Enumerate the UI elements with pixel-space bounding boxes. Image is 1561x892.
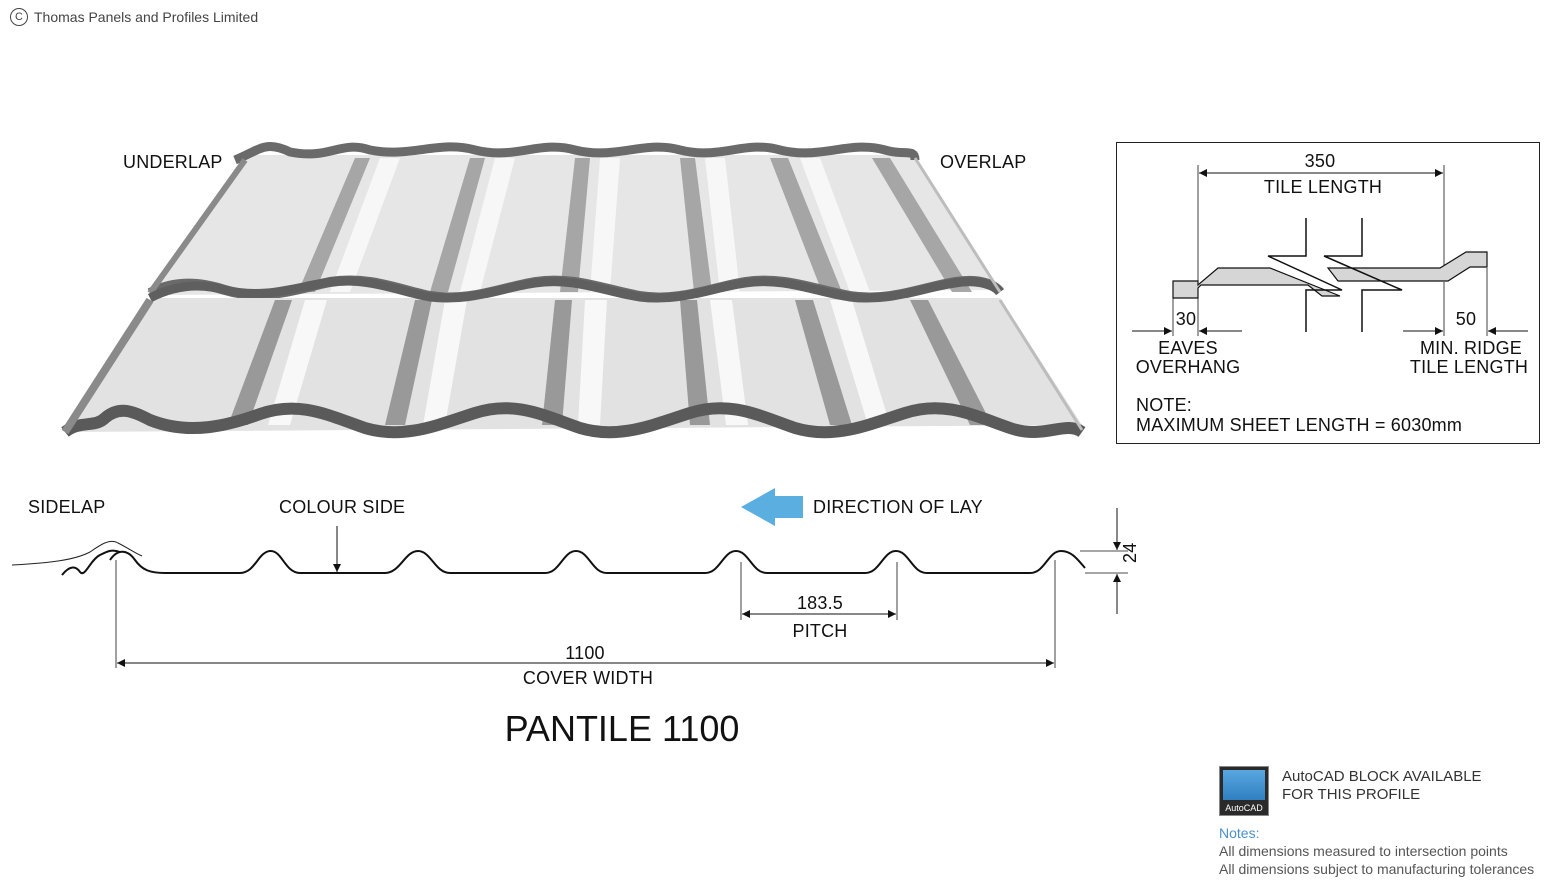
ridge-value: 50 [1455, 309, 1477, 329]
pitch-label: PITCH [792, 621, 848, 641]
break-line-right [1323, 218, 1403, 332]
profile-line [109, 549, 1086, 574]
autocad-icon[interactable]: AutoCAD [1219, 766, 1269, 816]
notes-heading: Notes: [1219, 825, 1260, 841]
autocad-availability: AutoCAD BLOCK AVAILABLE FOR THIS PROFILE [1282, 768, 1482, 804]
tile-length-label: TILE LENGTH [1263, 177, 1383, 197]
upper-tier-top-edge [233, 142, 920, 165]
sheet-illustration [61, 142, 1086, 439]
note-line-2: All dimensions subject to manufacturing … [1219, 861, 1535, 877]
note-text: MAXIMUM SHEET LENGTH = 6030mm [1136, 415, 1463, 435]
overlap-label: OVERLAP [940, 152, 1027, 172]
upper-tier-highlights [330, 158, 870, 292]
tile-step-left [1172, 267, 1341, 299]
note-heading: NOTE: [1136, 395, 1193, 415]
eaves-label-1: EAVES [1158, 338, 1218, 358]
profile-section [11, 488, 1128, 668]
upper-tier-channels [298, 158, 972, 292]
eaves-value: 30 [1175, 309, 1197, 329]
lower-tier-bottom-edge [61, 402, 1086, 439]
underlap-edge [147, 158, 248, 295]
direction-arrow [741, 488, 803, 526]
lower-tier-channels [228, 300, 992, 425]
detail-box [1116, 142, 1540, 444]
tile-step-right [1326, 251, 1488, 282]
colour-side-label: COLOUR SIDE [279, 497, 406, 517]
autocad-line-1: AutoCAD BLOCK AVAILABLE [1282, 768, 1482, 785]
cover-width-value: 1100 [565, 643, 605, 663]
break-line-left [1267, 218, 1343, 332]
lower-sidelap-edge [61, 297, 154, 435]
pitch-value: 183.5 [796, 593, 844, 613]
tile-length-detail [1132, 165, 1528, 336]
ridge-label-1: MIN. RIDGE [1419, 338, 1522, 358]
autocad-brand: AutoCAD [1225, 803, 1263, 813]
cover-width-label: COVER WIDTH [522, 668, 654, 688]
lower-tier-highlights [268, 300, 890, 425]
autocad-line-2: FOR THIS PROFILE [1282, 786, 1421, 803]
sidelap-label: SIDELAP [28, 497, 106, 517]
height-dimension: 24 [1120, 542, 1140, 563]
eaves-label-2: OVERHANG [1135, 357, 1241, 377]
copyright-notice: C Thomas Panels and Profiles Limited [10, 8, 258, 26]
ridge-label-2: TILE LENGTH [1409, 357, 1529, 377]
underlap-label: UNDERLAP [123, 152, 223, 172]
sidelap-curve [11, 540, 143, 566]
lower-tier-top-edge [147, 276, 1004, 303]
overlap-edge-lower [998, 299, 1084, 431]
direction-of-lay-label: DIRECTION OF LAY [813, 497, 983, 517]
overlap-edge-upper [913, 157, 1002, 293]
note-line-1: All dimensions measured to intersection … [1219, 843, 1508, 859]
tile-length-value: 350 [1304, 151, 1336, 171]
copyright-icon: C [10, 8, 28, 26]
sidelap-lower-curve [61, 549, 121, 576]
autocad-screen-graphic [1223, 770, 1265, 800]
copyright-text: Thomas Panels and Profiles Limited [34, 9, 259, 25]
profile-title: PANTILE 1100 [504, 708, 740, 749]
notes-list: All dimensions measured to intersection … [1219, 842, 1534, 878]
